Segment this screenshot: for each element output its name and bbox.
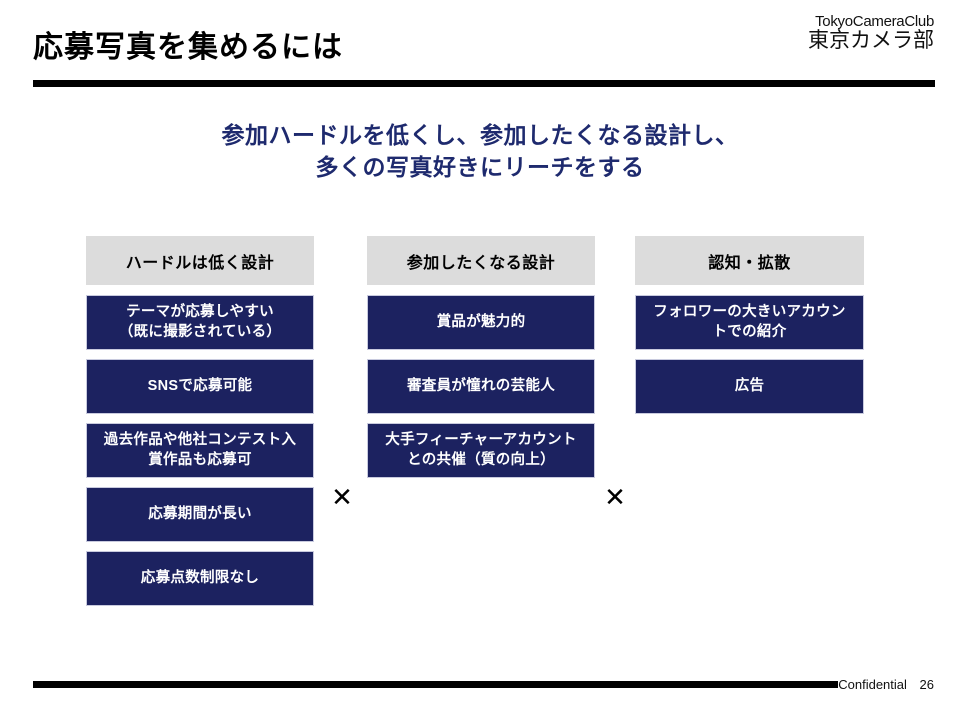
item-line-1: 応募期間が長い [148, 505, 252, 522]
item-line-1: 審査員が憧れの芸能人 [407, 377, 555, 394]
list-item[interactable]: 賞品が魅力的 [367, 295, 595, 350]
item-line-1: 賞品が魅力的 [436, 313, 526, 330]
tokyo-camera-club-logo: TokyoCameraClub 東京カメラ部 [808, 14, 934, 52]
subtitle-line-2: 多くの写真好きにリーチをする [315, 153, 645, 180]
column-header-2: 参加したくなる設計 [367, 236, 595, 285]
footer-divider-rule [33, 681, 838, 688]
multiply-icon: ✕ [604, 482, 626, 512]
columns-container: ハードルは低く設計 テーマが応募しやすい （既に撮影されている） SNSで応募可… [0, 236, 960, 636]
column-awareness-diffusion: 認知・拡散 フォロワーの大きいアカウン トでの紹介 広告 [635, 236, 864, 423]
list-item[interactable]: 過去作品や他社コンテスト入 賞作品も応募可 [86, 423, 314, 478]
column-items-3: フォロワーの大きいアカウン トでの紹介 広告 [635, 295, 864, 414]
column-header-3: 認知・拡散 [635, 236, 864, 285]
column-hurdle-low-design: ハードルは低く設計 テーマが応募しやすい （既に撮影されている） SNSで応募可… [86, 236, 314, 615]
item-line-2: （既に撮影されている） [118, 323, 282, 340]
item-line-2: トでの紹介 [712, 323, 787, 340]
item-line-2: 賞作品も応募可 [148, 451, 252, 468]
item-line-1: フォロワーの大きいアカウン [653, 303, 846, 320]
page-number: 26 [919, 677, 934, 692]
confidential-label: Confidential [838, 677, 907, 692]
list-item[interactable]: 広告 [635, 359, 864, 414]
item-line-1: SNSで応募可能 [147, 377, 253, 394]
logo-english-text: TokyoCameraClub [815, 13, 934, 30]
column-items-2: 賞品が魅力的 審査員が憧れの芸能人 大手フィーチャーアカウント との共催（質の向… [367, 295, 595, 478]
list-item[interactable]: 応募期間が長い [86, 487, 314, 542]
item-line-1: テーマが応募しやすい [126, 303, 274, 320]
list-item[interactable]: 応募点数制限なし [86, 551, 314, 606]
item-line-1: 過去作品や他社コンテスト入 [103, 431, 297, 448]
subtitle-line-1: 参加ハードルを低くし、参加したくなる設計し、 [221, 122, 739, 148]
item-line-1: 応募点数制限なし [140, 569, 260, 586]
page-title: 応募写真を集めるには [33, 31, 343, 64]
multiply-icon: ✕ [331, 482, 353, 512]
column-want-to-join-design: 参加したくなる設計 賞品が魅力的 審査員が憧れの芸能人 大手フィーチャーアカウン… [367, 236, 595, 487]
list-item[interactable]: フォロワーの大きいアカウン トでの紹介 [635, 295, 864, 350]
list-item[interactable]: SNSで応募可能 [86, 359, 314, 414]
item-line-2: との共催（質の向上） [407, 451, 555, 468]
title-divider-rule [33, 80, 935, 87]
item-line-1: 広告 [734, 377, 765, 394]
logo-japanese-text: 東京カメラ部 [808, 28, 934, 52]
column-items-1: テーマが応募しやすい （既に撮影されている） SNSで応募可能 過去作品や他社コ… [86, 295, 314, 606]
list-item[interactable]: 大手フィーチャーアカウント との共催（質の向上） [367, 423, 595, 478]
column-header-1: ハードルは低く設計 [86, 236, 314, 285]
list-item[interactable]: テーマが応募しやすい （既に撮影されている） [86, 295, 314, 350]
list-item[interactable]: 審査員が憧れの芸能人 [367, 359, 595, 414]
subtitle: 参加ハードルを低くし、参加したくなる設計し、 多くの写真好きにリーチをする [0, 120, 960, 183]
footer: Confidential 26 [838, 677, 934, 692]
item-line-1: 大手フィーチャーアカウント [385, 431, 577, 448]
